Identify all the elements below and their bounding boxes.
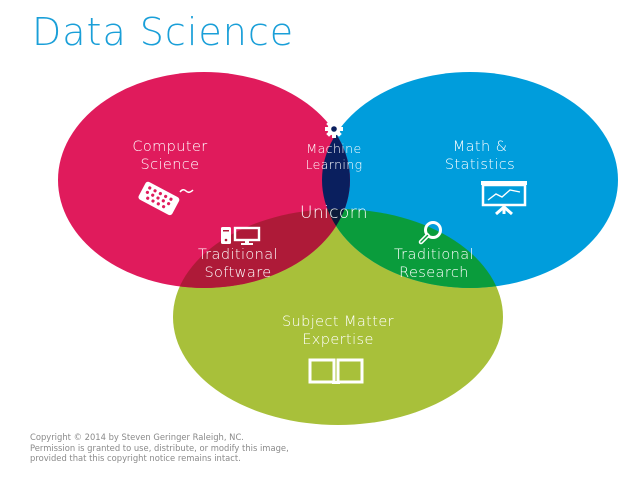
gear-icon <box>325 120 343 138</box>
open-book-icon <box>308 358 364 384</box>
page-title: Data Science <box>32 10 295 54</box>
label-line: Expertise <box>302 332 374 348</box>
magnifying-glass-icon <box>418 221 442 245</box>
label-line: Traditional <box>198 247 278 263</box>
presentation-chart-icon <box>481 181 527 216</box>
label-computer-science: Computer Science <box>110 138 230 174</box>
copyright-line: Permission is granted to use, distribute… <box>30 442 289 453</box>
label-line: Machine <box>306 141 362 156</box>
label-line: Statistics <box>444 157 516 173</box>
label-traditional-research: Traditional Research <box>374 246 494 282</box>
label-line: Subject Matter <box>281 314 395 330</box>
copyright-line: Copyright © 2014 by Steven Geringer Rale… <box>30 432 244 442</box>
computer-tower-monitor-icon <box>221 226 261 245</box>
label-line: Learning <box>305 157 363 172</box>
label-line: Unicorn <box>300 203 368 223</box>
label-line: Math & <box>452 139 508 155</box>
copyright-notice: Copyright © 2014 by Steven Geringer Rale… <box>30 432 289 464</box>
copyright-line: provided that this copyright notice rema… <box>30 453 241 463</box>
region-traditional-research <box>322 209 503 288</box>
keyboard-icon <box>138 181 194 216</box>
region-traditional-software <box>173 209 350 288</box>
label-line: Software <box>204 265 272 281</box>
label-line: Research <box>399 265 469 281</box>
label-line: Computer <box>132 139 208 155</box>
label-math-statistics: Math & Statistics <box>420 138 540 174</box>
label-subject-matter: Subject Matter Expertise <box>258 313 418 349</box>
label-traditional-software: Traditional Software <box>178 246 298 282</box>
label-line: Traditional <box>394 247 474 263</box>
label-machine-learning: Machine Learning <box>286 141 382 173</box>
label-unicorn: Unicorn <box>276 204 392 222</box>
label-line: Science <box>140 157 200 173</box>
